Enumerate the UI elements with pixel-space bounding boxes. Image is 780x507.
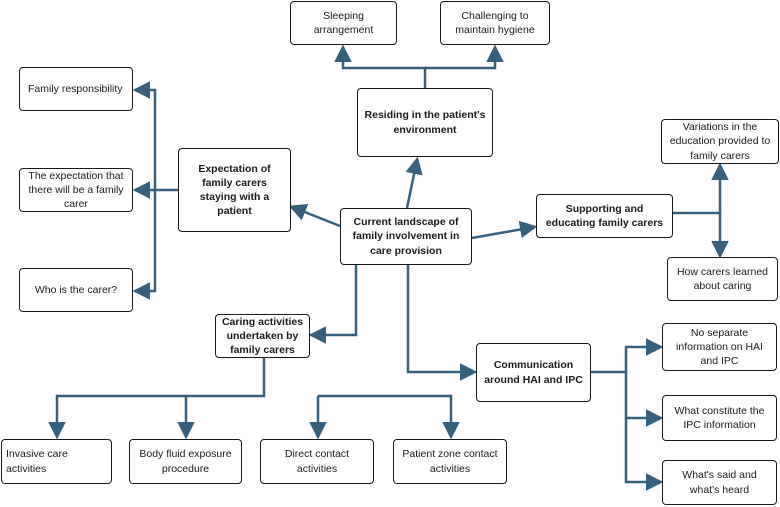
center-node: Current landscape of family involvement … [340, 208, 472, 265]
body-fluid-node: Body fluid exposure procedure [129, 439, 242, 484]
supporting-node: Supporting and educating family carers [536, 194, 673, 238]
communication-node: Communication around HAI and IPC [476, 343, 591, 402]
patient-zone-node: Patient zone contact activities [393, 439, 507, 484]
arrow-expectation-to-who-is-carer [132, 190, 157, 300]
variations-node: Variations in the education provided to … [661, 119, 779, 164]
whats-said-node: What's said and what's heard [662, 460, 777, 505]
arrow-communication-to-what-constitute [624, 372, 664, 427]
arrow-expectation-to-family-responsibility [132, 81, 157, 190]
who-is-carer-node: Who is the carer? [19, 268, 133, 312]
arrow-center-to-residing [405, 156, 423, 209]
expectation-family-carer-node: The expectation that there will be a fam… [19, 168, 133, 212]
arrow-residing-to-sleeping [334, 44, 427, 88]
how-learned-node: How carers learned about caring [667, 257, 778, 301]
arrow-center-to-expectation [288, 204, 341, 228]
arrow-communication-to-whats-said [624, 418, 664, 491]
direct-contact-node: Direct contact activities [260, 439, 374, 484]
invasive-node: Invasive care activities [1, 439, 112, 484]
arrow-caring-to-patient-zone [318, 394, 460, 440]
caring-activities-node: Caring activities undertaken by family c… [215, 314, 310, 358]
arrow-center-to-caring-activities [308, 265, 358, 344]
arrow-center-to-communication [406, 265, 478, 381]
arrow-caring-to-invasive [48, 358, 266, 440]
family-responsibility-node: Family responsibility [19, 67, 133, 111]
expectation-node: Expectation of family carers staying wit… [178, 148, 291, 232]
no-separate-node: No separate information on HAI and IPC [662, 323, 777, 371]
sleeping-node: Sleeping arrangement [290, 1, 397, 45]
what-constitute-node: What constitute the IPC information [662, 395, 777, 441]
arrow-communication-to-no-separate [591, 338, 664, 374]
hygiene-node: Challenging to maintain hygiene [440, 1, 550, 45]
arrow-residing-to-hygiene [425, 44, 504, 70]
arrow-supporting-to-variations [673, 162, 729, 215]
arrow-center-to-supporting [471, 220, 538, 240]
residing-node: Residing in the patient's environment [357, 88, 493, 157]
